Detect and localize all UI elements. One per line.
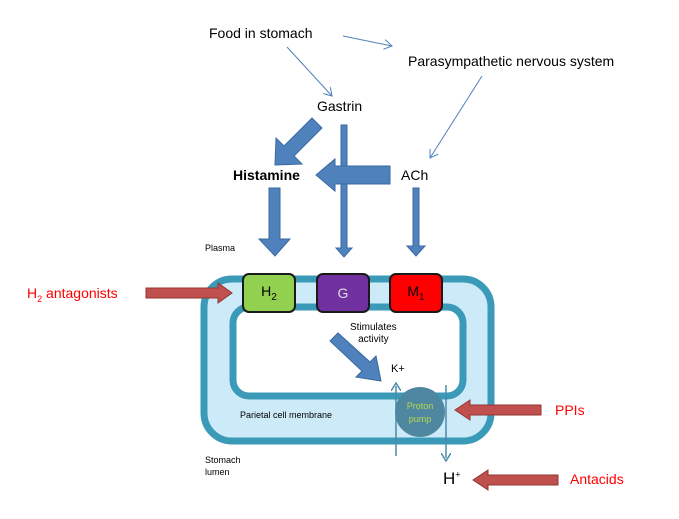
ppi-arrow xyxy=(454,399,542,421)
psns-to-ach-arrow xyxy=(430,75,483,158)
food-to-gastrin-arrow xyxy=(286,46,332,96)
ach-label: ACh xyxy=(401,167,429,183)
parietal-membrane-label: Parietal cell membrane xyxy=(240,410,333,420)
ach-to-histamine-arrow xyxy=(315,157,391,193)
food-to-psns-arrow xyxy=(342,35,392,46)
proton-pump xyxy=(395,387,445,437)
h2-antagonist-arrow xyxy=(145,282,233,304)
gastrin-to-histamine-arrow xyxy=(274,117,323,166)
antacid-arrow xyxy=(472,469,559,491)
stimulates-activity-label: Stimulates activity xyxy=(350,322,397,345)
antacids-label: Antacids xyxy=(570,471,624,487)
h2-receptor-label: H2 xyxy=(261,283,277,303)
m1-receptor: M1 xyxy=(389,273,443,313)
m1-receptor-label: M1 xyxy=(407,283,425,303)
gastrin-to-g-arrow xyxy=(334,124,354,258)
stomach-lumen-label: Stomach lumen xyxy=(205,455,241,477)
histamine-label: Histamine xyxy=(233,167,300,183)
food-in-stomach-label: Food in stomach xyxy=(209,25,313,41)
gastrin-label: Gastrin xyxy=(317,98,363,114)
ach-to-m1-arrow xyxy=(405,187,427,257)
h-ion-label: H+ xyxy=(443,469,461,488)
ppis-label: PPIs xyxy=(555,402,585,418)
gastrin-receptor: G xyxy=(316,273,370,313)
k-ion-label: K+ xyxy=(391,363,405,375)
histamine-to-h2-arrow xyxy=(257,187,292,257)
g-receptor-label: G xyxy=(337,285,349,301)
stimulates-activity-arrow xyxy=(329,332,382,382)
h2-antagonists-label: H2 antagonists xyxy=(27,285,118,304)
h2-receptor: H2 xyxy=(242,273,296,313)
proton-pump-label: Proton pump xyxy=(406,401,434,424)
parasympathetic-label: Parasympathetic nervous system xyxy=(408,53,615,69)
plasma-label: Plasma xyxy=(205,243,236,253)
